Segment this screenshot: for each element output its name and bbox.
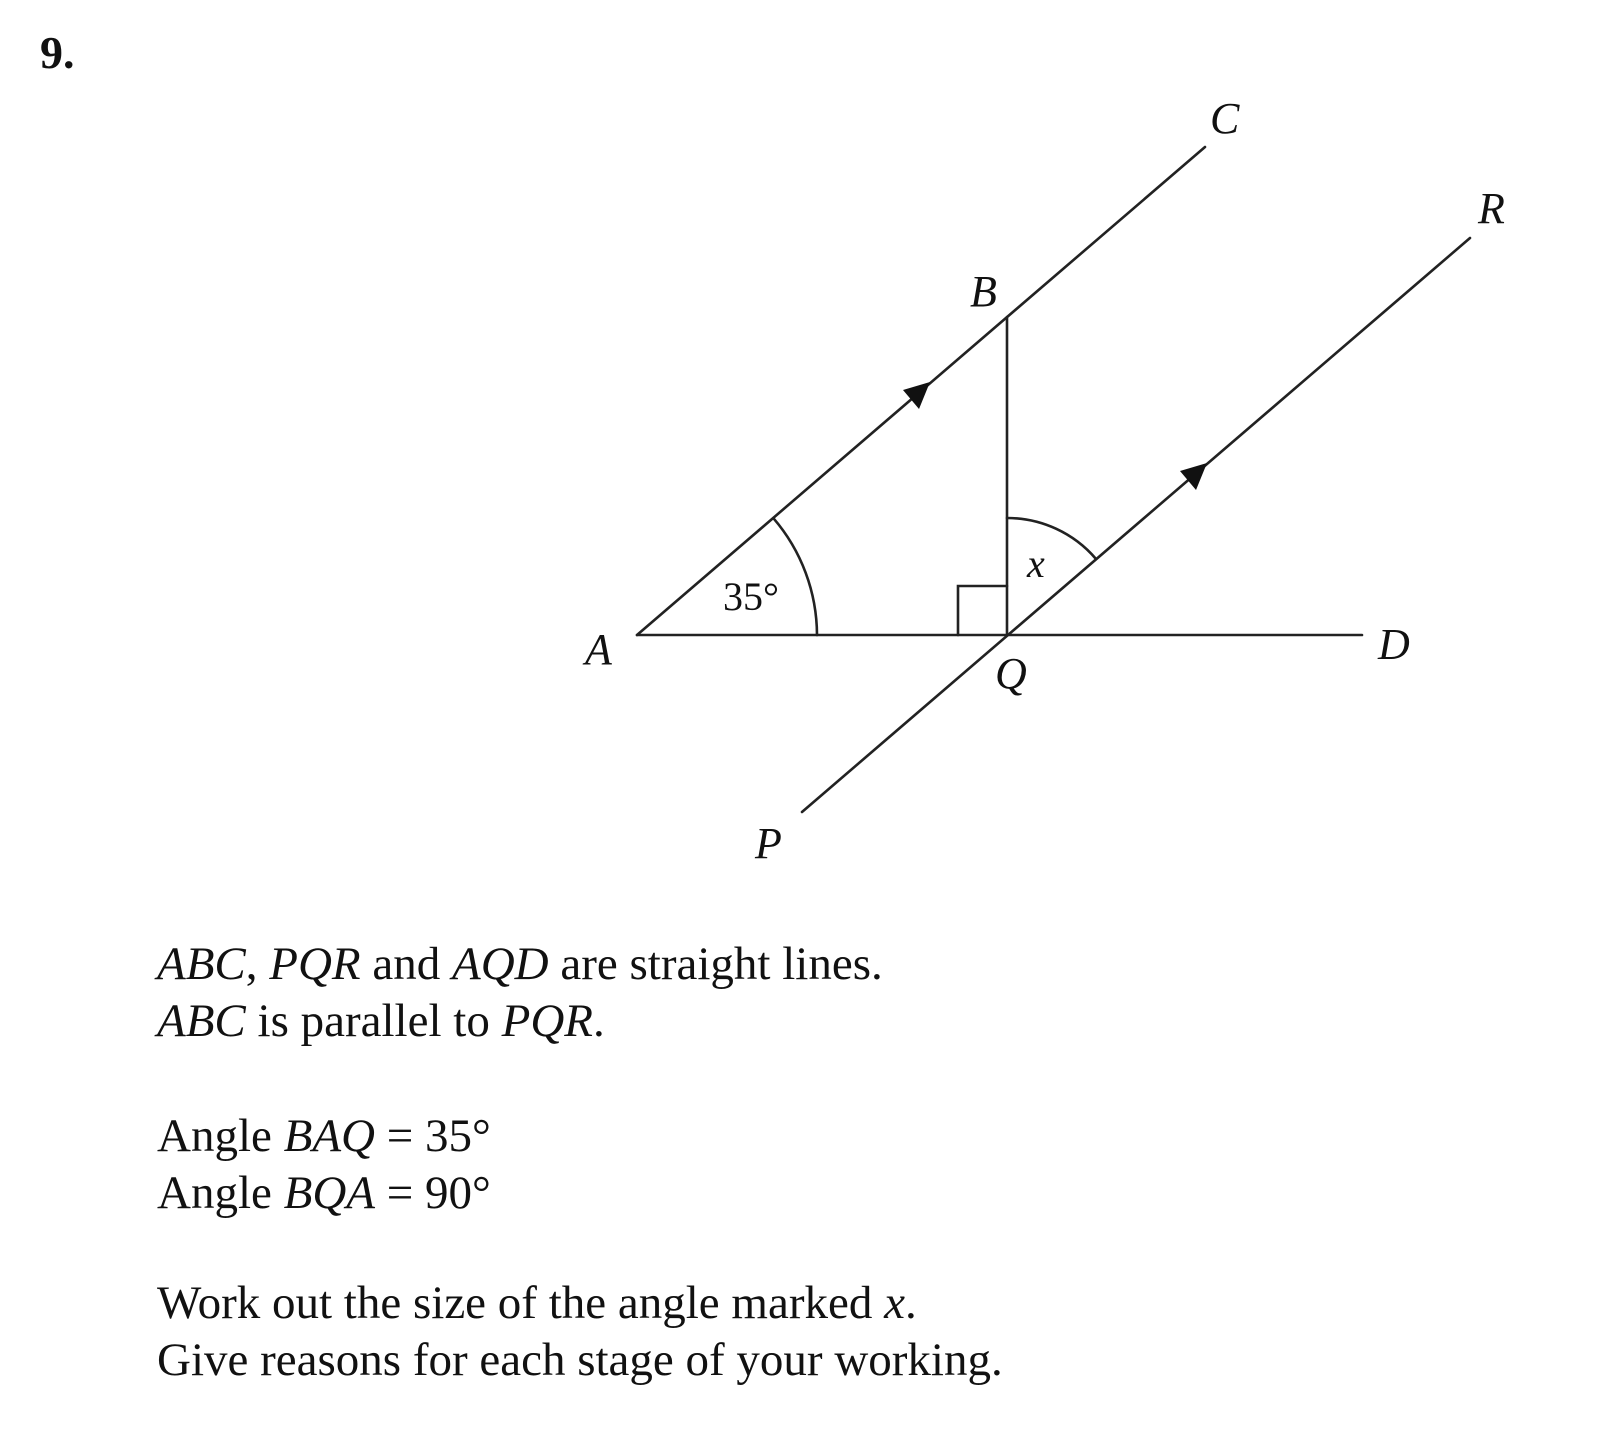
question-number: 9. xyxy=(40,27,75,78)
task-line-2: Give reasons for each stage of your work… xyxy=(157,1334,1003,1386)
angle-label-x: x xyxy=(1026,541,1045,586)
label-r: R xyxy=(1477,184,1505,233)
statements-block: ABC, PQR and AQD are straight lines. ABC… xyxy=(157,936,883,1050)
geometry-diagram: A B C D P Q R 35° x xyxy=(582,94,1505,868)
angle-bah-line: Angle BAQ = 35° xyxy=(157,1110,491,1162)
angle-arc-a xyxy=(772,517,819,637)
label-d: D xyxy=(1377,620,1410,669)
task-block: Work out the size of the angle marked x.… xyxy=(157,1275,1003,1389)
angle-bqa-line: Angle BQA = 90° xyxy=(157,1167,491,1219)
statement-line-2: ABC is parallel to PQR. xyxy=(157,995,605,1047)
angles-block: Angle BAQ = 35° Angle BQA = 90° xyxy=(157,1108,491,1222)
label-p: P xyxy=(754,819,782,868)
label-b: B xyxy=(970,267,997,316)
angle-arc-x xyxy=(1005,516,1098,561)
parallel-arrow-abc xyxy=(903,382,930,409)
label-a: A xyxy=(582,625,613,674)
task-line-1: Work out the size of the angle marked x. xyxy=(157,1277,917,1329)
line-pqr xyxy=(800,236,1472,814)
statement-line-1: ABC, PQR and AQD are straight lines. xyxy=(157,938,883,990)
angle-label-35: 35° xyxy=(723,574,779,619)
parallel-arrow-pqr xyxy=(1180,463,1207,490)
right-angle-marker xyxy=(956,584,1009,637)
label-c: C xyxy=(1210,94,1240,143)
label-q: Q xyxy=(995,649,1027,698)
